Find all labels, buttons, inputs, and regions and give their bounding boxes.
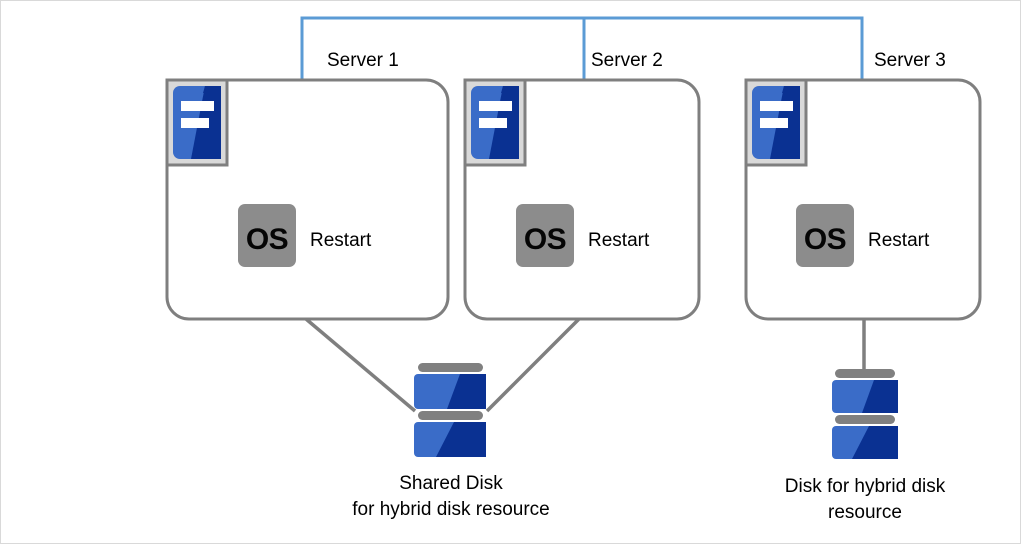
server-2-group[interactable]: OS Restart Server 2	[463, 50, 701, 321]
server-1-box[interactable]	[165, 78, 450, 321]
server-1-restart-label: Restart	[310, 230, 372, 251]
server-group-bracket	[300, 16, 864, 81]
server-icon	[744, 78, 808, 167]
connector-lines	[304, 317, 866, 413]
os-label: OS	[804, 223, 846, 256]
server-icon	[165, 78, 229, 167]
os-label: OS	[524, 223, 566, 256]
server-1-group[interactable]: OS Restart Server 1	[165, 50, 450, 321]
connector-server2-shared-disk	[485, 317, 581, 413]
hybrid-disk-caption-line1: Disk for hybrid disk	[785, 476, 946, 497]
server-2-restart-label: Restart	[588, 230, 650, 251]
server-icon	[463, 78, 527, 167]
hybrid-disk-group[interactable]: Disk for hybrid disk resource	[785, 369, 946, 523]
os-label: OS	[246, 223, 288, 256]
connector-server1-shared-disk	[304, 317, 417, 413]
server-2-title: Server 2	[591, 50, 663, 71]
server-3-title: Server 3	[874, 50, 946, 71]
shared-disk-caption-line1: Shared Disk	[399, 473, 503, 494]
shared-disk-caption-line2: for hybrid disk resource	[352, 499, 549, 520]
server-3-group[interactable]: OS Restart Server 3	[744, 50, 982, 321]
shared-disk-group[interactable]: Shared Disk for hybrid disk resource	[352, 363, 550, 520]
os-icon: OS	[796, 204, 854, 267]
server-3-restart-label: Restart	[868, 230, 930, 251]
disk-stack-icon	[832, 369, 898, 459]
disk-stack-icon	[414, 363, 486, 457]
os-icon: OS	[516, 204, 574, 267]
server-1-title: Server 1	[327, 50, 399, 71]
hybrid-disk-caption-line2: resource	[828, 502, 902, 523]
os-icon: OS	[238, 204, 296, 267]
